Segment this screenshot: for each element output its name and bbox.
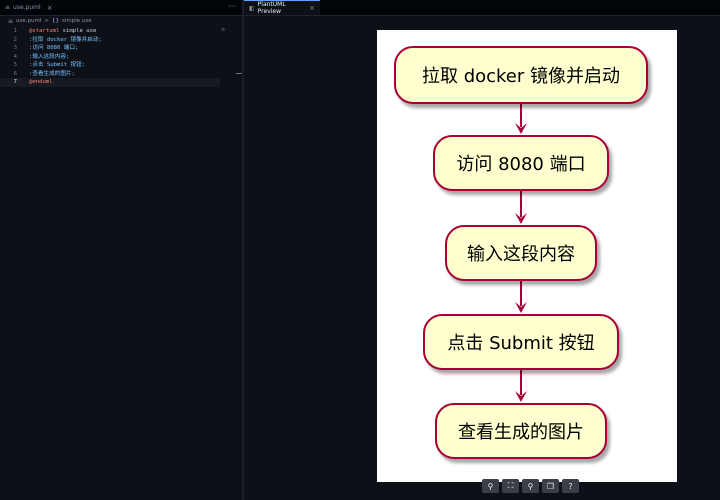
code-editor[interactable]: ≡ 1 @startuml simple use 2 :拉取 docker 镜像并启动… <box>0 26 242 500</box>
zoom-out-button[interactable]: ⚲ <box>522 479 539 493</box>
code-text: :访问 8080 端口; <box>29 45 79 51</box>
code-text: :输入这段内容; <box>29 53 70 60</box>
flow-arrows <box>515 104 527 402</box>
preview-tab-bar: ◧ PlantUML Preview × <box>244 0 720 16</box>
line-number: 2 <box>13 36 17 43</box>
tab-plantuml-preview[interactable]: ◧ PlantUML Preview × <box>244 0 320 15</box>
braces-icon: {} <box>52 18 59 24</box>
help-icon: ? <box>568 481 573 491</box>
copy-button[interactable]: ❐ <box>542 479 559 493</box>
copy-icon: ❐ <box>546 481 555 491</box>
activity-node: 访问 8080 端口 <box>433 135 609 191</box>
code-line[interactable]: 4 :输入这段内容; <box>0 53 220 62</box>
code-line[interactable]: 1 @startuml simple use <box>0 27 220 36</box>
help-button[interactable]: ? <box>562 479 579 493</box>
tab-label: PlantUML Preview <box>257 1 286 15</box>
line-number: 5 <box>13 62 17 68</box>
fit-icon: ⛶ <box>507 481 514 490</box>
close-icon[interactable]: × <box>309 4 315 12</box>
flow-arrow <box>515 370 527 402</box>
pane-splitter[interactable] <box>242 0 244 500</box>
code-line[interactable]: 3 :访问 8080 端口; <box>0 44 220 53</box>
list-icon: ≡ <box>8 17 14 25</box>
code-text: @enduml <box>29 79 53 85</box>
preview-icon: ◧ <box>249 4 255 12</box>
code-line[interactable]: 7 @enduml <box>0 78 220 87</box>
line-number: 6 <box>13 70 17 77</box>
code-text: :查看生成的图片; <box>29 70 75 77</box>
editor-pane: ≡ use.puml × ··· ≡ use.puml > {} simple … <box>0 0 242 500</box>
breadcrumb-separator: > <box>44 18 49 24</box>
code-line[interactable]: 5 :点击 Submit 按钮; <box>0 61 220 70</box>
activity-node: 拉取 docker 镜像并启动 <box>394 46 648 104</box>
editor-tab-bar: ≡ use.puml × ··· <box>0 0 242 16</box>
activity-node: 点击 Submit 按钮 <box>423 314 619 370</box>
breadcrumb: ≡ use.puml > {} simple use <box>0 16 242 26</box>
magnifier-icon: ⚲ <box>527 481 534 491</box>
lightbulb-icon[interactable]: ≡ <box>221 27 226 33</box>
line-number: 1 <box>13 28 17 34</box>
line-number: 7 <box>13 79 17 85</box>
breadcrumb-file[interactable]: use.puml <box>16 18 42 24</box>
fit-button[interactable]: ⛶ <box>502 479 519 493</box>
line-number: 4 <box>13 53 17 60</box>
activity-node: 输入这段内容 <box>445 225 597 281</box>
code-text: :点击 Submit 按钮; <box>29 62 86 68</box>
code-line[interactable]: 2 :拉取 docker 镜像并启动; <box>0 36 220 45</box>
tab-use-puml[interactable]: ≡ use.puml × <box>0 0 53 15</box>
scrollbar-thumb[interactable] <box>236 73 242 74</box>
magnifier-icon: ⚲ <box>487 481 494 491</box>
flow-arrow <box>515 191 527 224</box>
code-text: @startuml simple use <box>29 28 97 34</box>
breadcrumb-symbol[interactable]: simple use <box>62 18 92 24</box>
code-text: :拉取 docker 镜像并启动; <box>29 36 102 43</box>
line-number: 3 <box>13 45 17 51</box>
more-actions-icon[interactable]: ··· <box>228 2 236 11</box>
flow-arrow <box>515 281 527 313</box>
diagram-canvas: 拉取 docker 镜像并启动访问 8080 端口输入这段内容点击 Submit… <box>377 30 677 482</box>
preview-toolbar: ⚲ ⛶ ⚲ ❐? <box>482 479 579 493</box>
flow-arrow <box>515 104 527 134</box>
close-icon[interactable]: × <box>46 3 53 12</box>
code-line[interactable]: 6 :查看生成的图片; <box>0 70 220 79</box>
list-icon: ≡ <box>5 4 11 11</box>
activity-node: 查看生成的图片 <box>435 403 607 459</box>
zoom-in-button[interactable]: ⚲ <box>482 479 499 493</box>
tab-label: use.puml <box>13 4 41 11</box>
